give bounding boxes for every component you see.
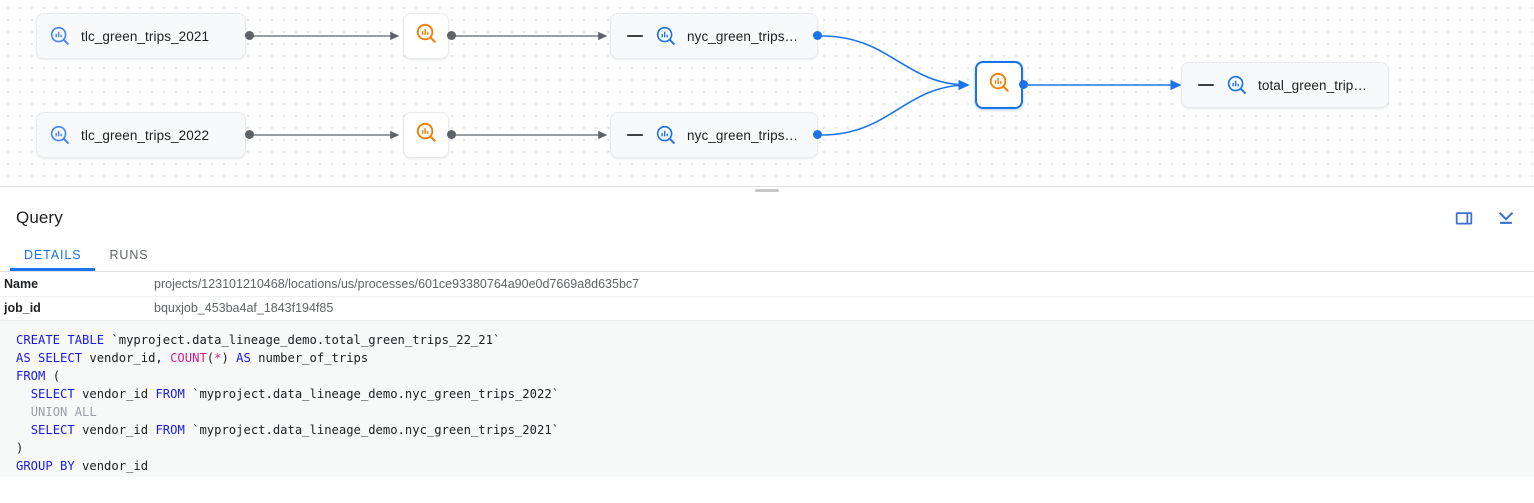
collapse-node-icon[interactable] <box>627 35 643 37</box>
sql-token: FROM <box>16 368 53 383</box>
table-row: job_id bquxjob_453ba4af_1843f194f85 <box>0 296 1534 321</box>
sql-token: vendor_id <box>82 386 156 401</box>
lineage-node-nyc-green-trips-2021[interactable]: nyc_green_trips… <box>610 13 818 59</box>
lineage-node-label: nyc_green_trips… <box>687 127 799 143</box>
panel-actions <box>1452 206 1518 230</box>
panel-resize-divider[interactable] <box>0 186 1534 196</box>
details-table: Name projects/123101210468/locations/us/… <box>0 272 1534 321</box>
sql-token: vendor_id <box>82 458 149 473</box>
sql-code: CREATE TABLE `myproject.data_lineage_dem… <box>0 331 1534 475</box>
node-output-port[interactable] <box>813 31 822 40</box>
lineage-node-nyc-green-trips-2022[interactable]: nyc_green_trips… <box>610 112 818 158</box>
sql-token <box>16 387 31 401</box>
node-output-port[interactable] <box>245 130 254 139</box>
sql-token <box>16 423 31 437</box>
node-output-port[interactable] <box>245 31 254 40</box>
process-search-icon <box>988 71 1011 99</box>
detail-value: bquxjob_453ba4af_1843f194f85 <box>154 296 1534 321</box>
node-output-port[interactable] <box>447 130 456 139</box>
lineage-node-label: nyc_green_trips… <box>687 28 799 44</box>
sql-token: * <box>214 350 222 365</box>
sql-token <box>16 405 31 419</box>
query-panel-header: Query <box>0 196 1534 240</box>
lineage-node-label: total_green_trip… <box>1258 77 1368 93</box>
lineage-process-node-bottom[interactable] <box>403 112 449 158</box>
sql-token: AS <box>236 350 259 365</box>
sql-token: ( <box>206 350 215 365</box>
sql-token: FROM <box>155 386 193 401</box>
collapse-panel-icon[interactable] <box>1494 206 1518 230</box>
process-search-icon <box>415 22 438 50</box>
node-output-port[interactable] <box>813 130 822 139</box>
query-panel-tabs: DETAILS RUNS <box>0 240 1534 272</box>
sql-token: UNION ALL <box>30 404 97 419</box>
sql-token: CREATE TABLE <box>16 332 112 347</box>
collapse-node-icon[interactable] <box>627 134 643 136</box>
sql-query-block[interactable]: CREATE TABLE `myproject.data_lineage_dem… <box>0 320 1534 477</box>
lineage-process-node-selected[interactable] <box>975 61 1023 109</box>
detail-value: projects/123101210468/locations/us/proce… <box>154 272 1534 297</box>
node-output-port[interactable] <box>447 31 456 40</box>
split-pane-icon[interactable] <box>1452 206 1476 230</box>
lineage-node-total-green-trips[interactable]: total_green_trip… <box>1181 62 1389 108</box>
collapse-node-icon[interactable] <box>1198 84 1214 86</box>
bigquery-table-search-icon <box>49 124 71 146</box>
lineage-process-node-top[interactable] <box>403 13 449 59</box>
sql-token: ) <box>221 350 237 365</box>
tab-details[interactable]: DETAILS <box>10 240 96 271</box>
sql-token: COUNT <box>170 350 207 365</box>
sql-token: SELECT <box>30 386 83 401</box>
bigquery-table-search-icon <box>1226 74 1248 96</box>
detail-key: job_id <box>0 296 154 321</box>
sql-token: `myproject.data_lineage_demo.total_green… <box>111 332 501 347</box>
sql-token: ) <box>16 440 24 455</box>
sql-token: vendor_id <box>82 422 156 437</box>
page-title: Query <box>16 208 63 227</box>
detail-key: Name <box>0 272 154 297</box>
bigquery-table-search-icon <box>655 25 677 47</box>
sql-token: ( <box>52 368 61 383</box>
table-row: Name projects/123101210468/locations/us/… <box>0 272 1534 297</box>
lineage-node-label: tlc_green_trips_2021 <box>81 28 210 44</box>
node-output-port[interactable] <box>1019 80 1028 89</box>
bigquery-table-search-icon <box>655 124 677 146</box>
tab-runs[interactable]: RUNS <box>109 248 149 262</box>
sql-token: `myproject.data_lineage_demo.nyc_green_t… <box>192 386 559 401</box>
lineage-node-tlc-green-trips-2022[interactable]: tlc_green_trips_2022 <box>36 112 246 158</box>
sql-token: number_of_trips <box>258 350 369 365</box>
bigquery-table-search-icon <box>49 25 71 47</box>
sql-token: FROM <box>155 422 193 437</box>
sql-token: GROUP BY <box>16 458 83 473</box>
sql-token: vendor_id, <box>89 350 171 365</box>
drag-handle[interactable] <box>755 189 779 192</box>
lineage-canvas[interactable]: tlc_green_trips_2021 tlc_green_trips_202… <box>0 0 1534 186</box>
sql-token: `myproject.data_lineage_demo.nyc_green_t… <box>192 422 559 437</box>
sql-token: AS SELECT <box>16 350 90 365</box>
process-search-icon <box>415 121 438 149</box>
sql-token: SELECT <box>30 422 83 437</box>
lineage-node-label: tlc_green_trips_2022 <box>81 127 210 143</box>
lineage-node-tlc-green-trips-2021[interactable]: tlc_green_trips_2021 <box>36 13 246 59</box>
